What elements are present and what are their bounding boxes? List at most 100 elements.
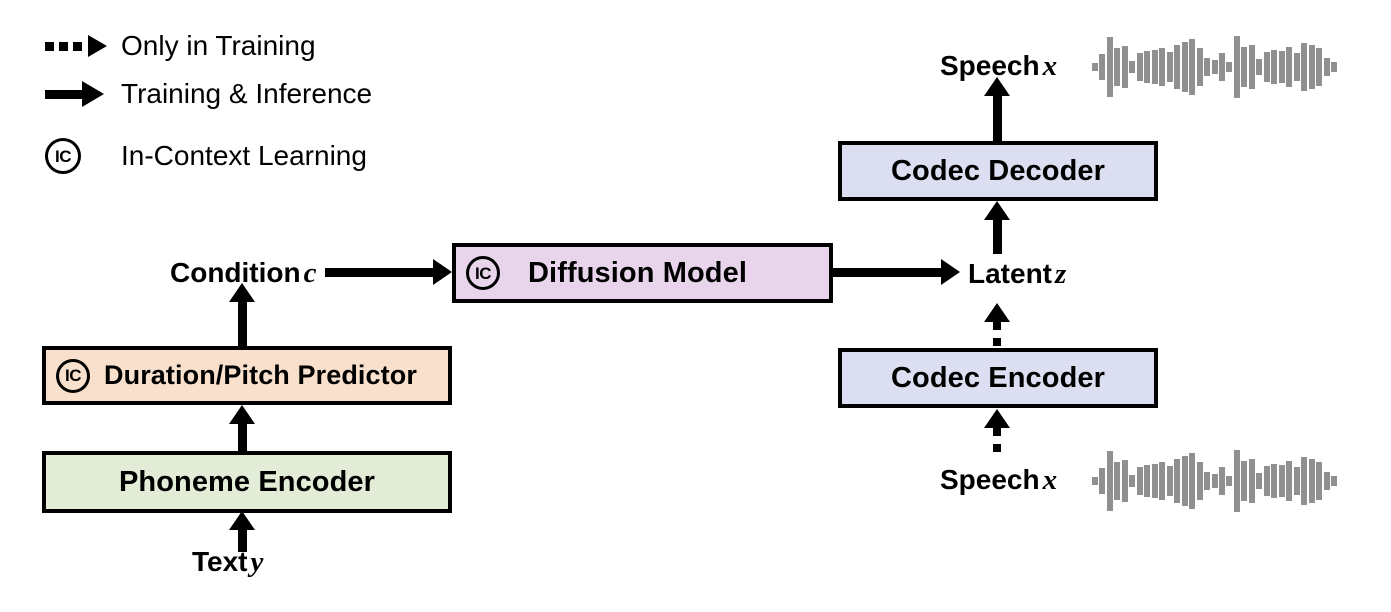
waveform-bar xyxy=(1331,62,1337,72)
waveform-bar xyxy=(1271,49,1278,85)
ic-badge-text: IC xyxy=(45,138,81,174)
ic-circle-icon: IC xyxy=(45,132,121,180)
waveform-bar xyxy=(1211,60,1218,74)
node-phoneme-encoder[interactable]: Phoneme Encoder xyxy=(42,451,452,513)
legend-label-in-context-learning: In-Context Learning xyxy=(121,140,367,171)
waveform-bar xyxy=(1181,41,1188,93)
waveform-bar xyxy=(1092,63,1098,71)
waveform-bar xyxy=(1166,52,1173,82)
node-codec-decoder[interactable]: Codec Decoder xyxy=(838,141,1158,201)
waveform-bar xyxy=(1323,472,1330,490)
edge-speech-to-encoder-shaft xyxy=(993,428,1001,460)
node-diffusion-model-label: Diffusion Model xyxy=(528,256,747,289)
edge-diffusion-to-latent-head xyxy=(941,259,960,285)
legend-label-training-and-inference: Training & Inference xyxy=(121,78,373,109)
waveform-bar xyxy=(1211,474,1218,488)
waveform-bar xyxy=(1144,464,1151,498)
waveform-bar xyxy=(1136,53,1143,81)
edge-encoder-to-latent-head xyxy=(984,303,1010,322)
waveform-bar xyxy=(1121,459,1128,503)
label-speech-input-text: Speech xyxy=(940,464,1040,495)
edge-condition-to-diffusion-shaft xyxy=(325,268,435,277)
waveform-bar xyxy=(1181,455,1188,507)
waveform-bar xyxy=(1218,53,1225,81)
waveform-bar xyxy=(1174,458,1181,504)
waveform-bar xyxy=(1293,53,1300,81)
waveform-bar xyxy=(1263,52,1270,82)
waveform-bar xyxy=(1204,472,1211,490)
waveform-bar xyxy=(1301,456,1308,506)
waveform-bar xyxy=(1233,450,1240,512)
legend-item-training-and-inference: Training & Inference xyxy=(45,72,372,116)
edge-text-to-phoneme-shaft xyxy=(238,528,247,552)
edge-encoder-to-latent-shaft xyxy=(993,322,1001,350)
waveform-speech-output xyxy=(1092,36,1337,98)
waveform-bar xyxy=(1174,44,1181,90)
waveform-bar xyxy=(1263,466,1270,496)
label-latent-symbol: z xyxy=(1055,258,1067,290)
label-text-input-text: Text xyxy=(192,546,248,577)
node-diffusion-model[interactable]: IC Diffusion Model xyxy=(452,243,833,303)
node-phoneme-encoder-label: Phoneme Encoder xyxy=(118,465,376,498)
waveform-bar xyxy=(1278,50,1285,84)
waveform-bar xyxy=(1286,460,1293,502)
legend-item-in-context-learning: IC In-Context Learning xyxy=(45,132,372,180)
waveform-bar xyxy=(1241,460,1248,502)
waveform-bar xyxy=(1106,36,1113,98)
edge-phoneme-to-duration-head xyxy=(229,405,255,424)
waveform-bar xyxy=(1159,461,1166,501)
waveform-bar xyxy=(1316,461,1323,501)
waveform-bar xyxy=(1166,466,1173,496)
waveform-bar xyxy=(1129,475,1136,487)
waveform-bar xyxy=(1316,47,1323,87)
waveform-bar xyxy=(1099,54,1106,80)
waveform-bar xyxy=(1159,47,1166,87)
dotted-arrow-icon xyxy=(45,24,121,68)
waveform-bar xyxy=(1151,49,1158,85)
waveform-bar xyxy=(1136,467,1143,495)
edge-phoneme-to-duration-shaft xyxy=(238,423,247,453)
waveform-speech-input xyxy=(1092,450,1337,512)
label-latent-text: Latent xyxy=(968,258,1052,289)
waveform-bar xyxy=(1226,476,1233,486)
waveform-bar xyxy=(1121,45,1128,89)
waveform-bar xyxy=(1308,44,1315,90)
waveform-bar xyxy=(1301,42,1308,92)
waveform-bar xyxy=(1256,473,1263,489)
edge-diffusion-to-latent-shaft xyxy=(833,268,943,277)
waveform-bar xyxy=(1293,467,1300,495)
waveform-bar xyxy=(1308,458,1315,504)
edge-duration-to-condition-head xyxy=(229,283,255,302)
edge-condition-to-diffusion-head xyxy=(433,259,452,285)
node-codec-encoder-label: Codec Encoder xyxy=(890,361,1105,394)
waveform-bar xyxy=(1323,58,1330,76)
waveform-bar xyxy=(1114,461,1121,501)
label-text-input-symbol: y xyxy=(250,546,264,578)
legend: Only in Training Training & Inference IC… xyxy=(45,24,372,184)
waveform-bar xyxy=(1331,476,1337,486)
legend-label-only-in-training: Only in Training xyxy=(121,30,316,61)
waveform-bar xyxy=(1226,62,1233,72)
waveform-bar xyxy=(1286,46,1293,88)
node-codec-encoder[interactable]: Codec Encoder xyxy=(838,348,1158,408)
waveform-bar xyxy=(1256,59,1263,75)
edge-duration-to-condition-shaft xyxy=(238,300,247,348)
waveform-bar xyxy=(1278,464,1285,498)
node-duration-pitch-predictor[interactable]: IC Duration/Pitch Predictor xyxy=(42,346,452,405)
edge-speech-to-encoder-head xyxy=(984,409,1010,428)
node-codec-decoder-label: Codec Decoder xyxy=(890,154,1106,187)
label-speech-output-symbol: x xyxy=(1042,50,1058,82)
solid-arrow-icon xyxy=(45,72,121,116)
legend-item-only-in-training: Only in Training xyxy=(45,24,372,68)
waveform-bar xyxy=(1233,36,1240,98)
waveform-bar xyxy=(1196,461,1203,501)
node-duration-pitch-predictor-label: Duration/Pitch Predictor xyxy=(104,360,417,390)
waveform-bar xyxy=(1218,467,1225,495)
ic-badge-icon: IC xyxy=(466,256,500,290)
waveform-bar xyxy=(1196,47,1203,87)
